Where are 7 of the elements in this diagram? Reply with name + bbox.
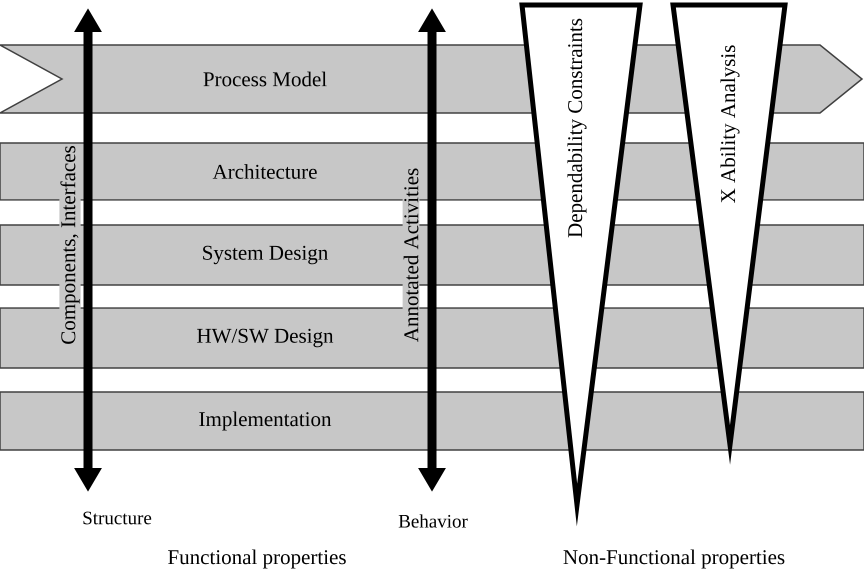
axis-label: Structure (81, 510, 153, 526)
arrow-label: Annotated Activities (402, 166, 420, 344)
arrow-label: Components, Interfaces (59, 144, 81, 346)
axis-label: Behavior (397, 513, 469, 529)
group-label: Non-Functional properties (562, 548, 786, 570)
band: Implementation (0, 391, 864, 451)
group-label: Functional properties (166, 548, 348, 570)
